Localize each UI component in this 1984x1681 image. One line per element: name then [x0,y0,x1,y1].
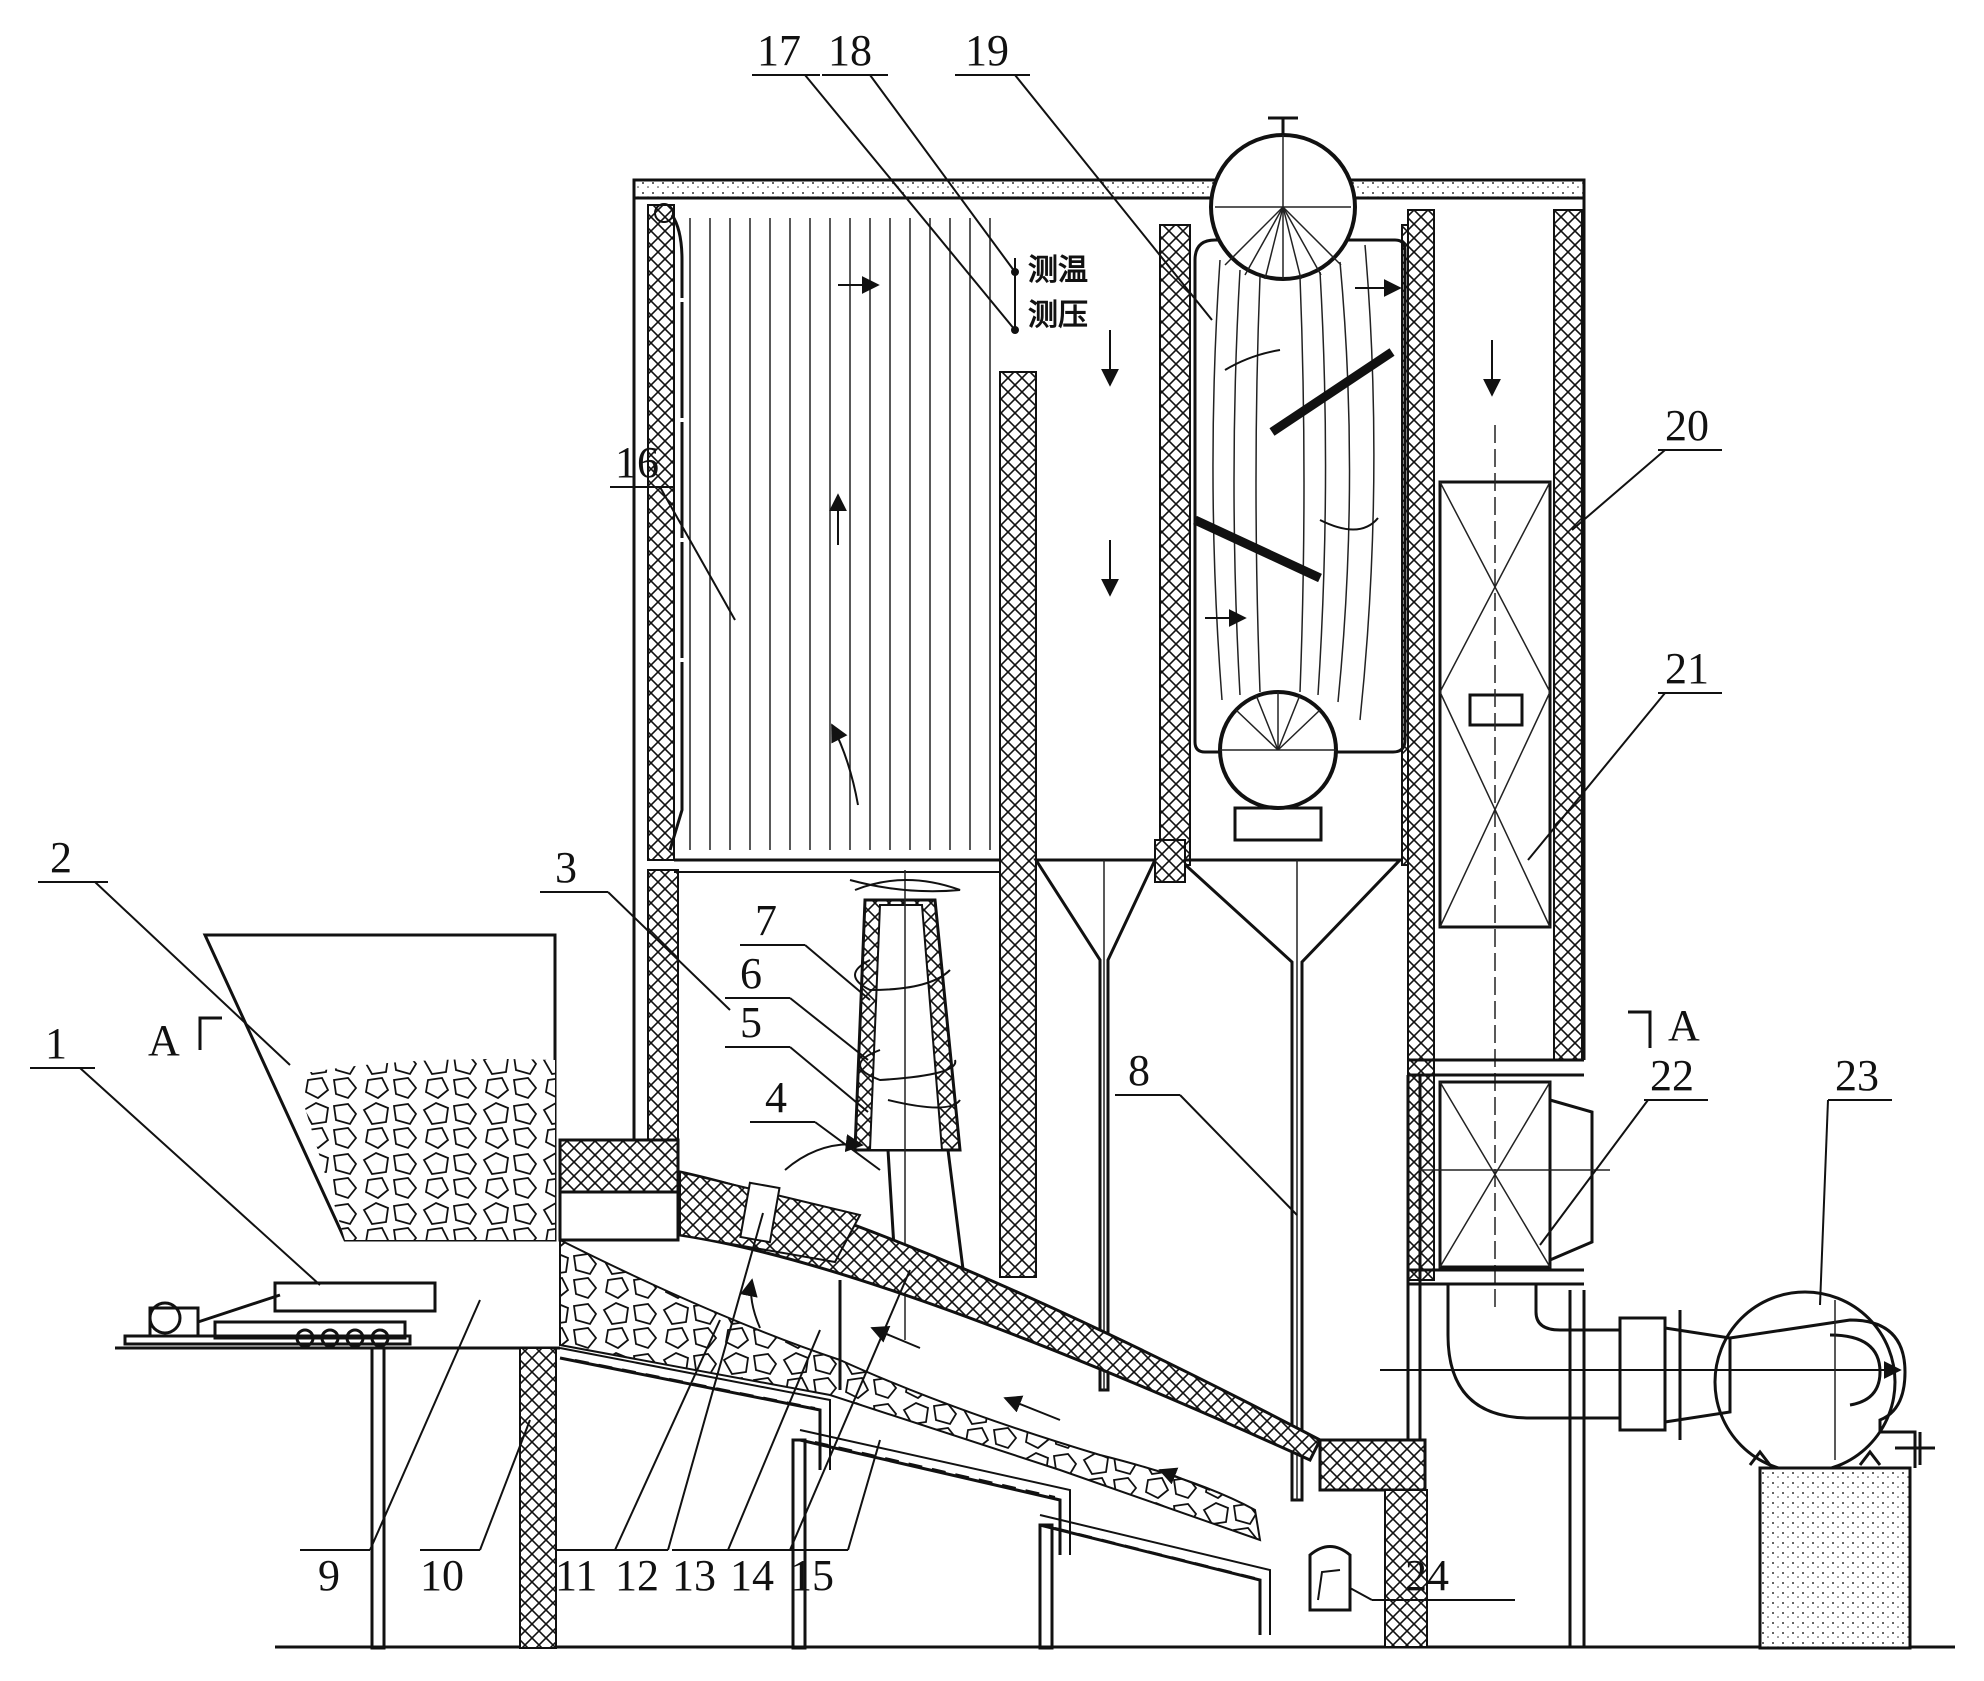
right-outer-wall [1553,209,1583,1061]
furnace-left-wall [647,204,675,861]
label-18: 18 [828,26,872,75]
drum-left-wall [1159,224,1191,866]
label-8: 8 [1128,1046,1150,1095]
steam-drum-rays [1215,135,1351,280]
label-7: 7 [755,896,777,945]
feeder-body [213,1320,407,1340]
swirl-arrow [1224,349,1281,371]
label-6: 6 [740,949,762,998]
feeder-wheels [295,1328,390,1348]
label-4: 4 [765,1073,787,1122]
swirl-coil [859,1049,957,1082]
coal-bed [559,1238,1262,1542]
leader-lines [30,74,1892,1601]
label-11: 11 [555,1551,597,1600]
swirl-coil [887,1099,961,1109]
support-post [1038,1523,1054,1650]
label-19: 19 [965,26,1009,75]
feeder-rod [197,1293,281,1324]
flow-arrow [870,1325,921,1349]
label-20: 20 [1665,401,1709,450]
drum-frame [1193,238,1407,754]
label-5: 5 [740,998,762,1047]
label-1: 1 [45,1019,67,1068]
preheater-hood [1549,1098,1594,1262]
feed-throat [558,1138,680,1194]
flue-duct [1446,1284,1620,1420]
label-17: 17 [757,26,801,75]
label-10: 10 [420,1551,464,1600]
flow-arrow [740,1278,761,1329]
support-post [370,1346,386,1650]
flow-arrow [831,723,859,806]
pressure-note: 测压 [1028,298,1088,333]
preheater-cross [1439,1081,1551,1268]
label-9: 9 [318,1551,340,1600]
temp-note: 测温 [1028,253,1088,288]
tube-bank-16 [689,218,991,850]
feed-throat-lower [558,1190,680,1242]
support-post [791,1438,807,1650]
right-settle-block [1318,1438,1427,1492]
swirl-arrow [1319,517,1379,531]
furnace-left-wall-lower [647,869,679,1141]
flow-arrow [784,1134,864,1171]
fan-throat [1664,1326,1732,1424]
funnel-right [1176,858,1404,1502]
section-bracket-left [198,1016,222,1050]
label-12: 12 [615,1551,659,1600]
coal-fill [295,1059,555,1240]
flow-arrow [1003,1395,1061,1421]
ash-wall [1384,1489,1428,1648]
label-21: 21 [1665,644,1709,693]
mud-drum-base [1233,806,1323,842]
inspection-door-24 [1308,1545,1352,1612]
baffle-lower [1193,515,1322,583]
feeder-plate [123,1334,412,1346]
label-22: 22 [1650,1051,1694,1100]
fan-casing [1713,1290,1897,1474]
tube-bank-dashes [680,298,1000,662]
fan-foot [1748,1449,1882,1466]
section-mark-right: A [1668,1001,1700,1050]
mud-drum-rays [1220,692,1336,751]
water-wall-pipe [668,214,684,851]
drum-tubes [1212,244,1375,721]
header-pipe [654,203,674,223]
flue-duct-inner [1534,1284,1620,1332]
fan-scroll [1829,1333,1882,1407]
label-15: 15 [790,1551,834,1600]
swirl-top [849,879,961,893]
label-3: 3 [555,843,577,892]
funnel-divider [1154,839,1186,883]
label-16: 16 [615,438,659,487]
label-14: 14 [730,1551,774,1600]
section-mark-left: A [148,1016,180,1065]
roof-slab [632,178,1586,200]
flow-arrow [1158,1467,1211,1491]
baffle-upper [1269,348,1395,436]
fan-foundation [1758,1466,1912,1650]
label-24: 24 [1405,1551,1449,1600]
label-2: 2 [50,833,72,882]
label-13: 13 [672,1551,716,1600]
partition-wall [999,371,1037,1278]
grate-step-3 [1039,1514,1271,1635]
fan-inlet [1618,1316,1667,1432]
cyclone-inner [868,904,944,1151]
door-handle [1317,1569,1341,1601]
section-bracket-right [1628,1010,1652,1048]
feeder-ram [273,1281,437,1313]
swirl-coil [854,959,951,992]
preheater-22 [1438,1080,1552,1269]
part-labels: 1 2 3 4 5 6 7 8 9 10 11 12 13 14 15 16 1… [45,26,1879,1600]
front-wall-10 [519,1347,557,1649]
heater-door [1468,693,1524,727]
label-23: 23 [1835,1051,1879,1100]
